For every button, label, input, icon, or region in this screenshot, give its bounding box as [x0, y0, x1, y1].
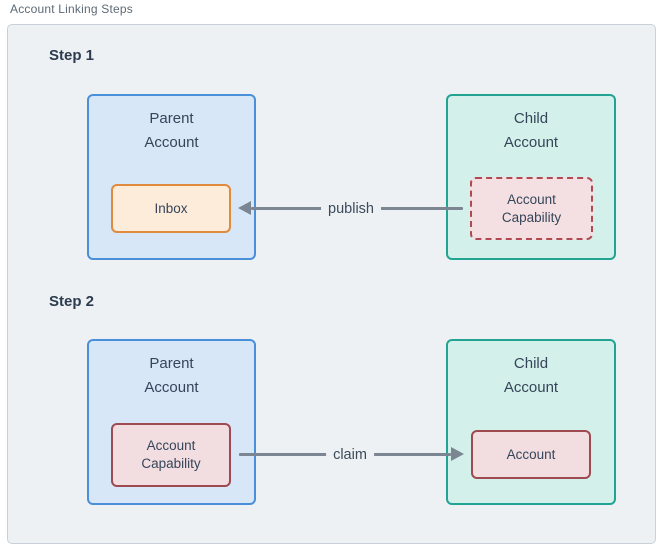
step1-inbox-box: Inbox [111, 184, 231, 233]
step1-account-capability-box: Account Capability [470, 177, 593, 240]
capability-label: Account Capability [501, 191, 562, 225]
title-line: Account [144, 379, 199, 396]
inbox-label: Inbox [154, 200, 188, 216]
capability-label: Account Capability [141, 438, 201, 471]
title-line: Account [144, 134, 199, 151]
step1-parent-account-box: Parent Account Inbox [87, 94, 256, 260]
step2-account-capability-box: Account Capability [111, 423, 231, 487]
step1-parent-account-title: Parent Account [89, 107, 254, 155]
diagram-title: Account Linking Steps [10, 2, 133, 16]
account-label: Account [506, 446, 556, 462]
step2-child-account-title: Child Account [448, 352, 614, 400]
arrowhead-left-icon [238, 201, 251, 215]
title-line: Child [513, 110, 549, 127]
diagram-panel: Step 1 Parent Account Inbox Child Accoun… [7, 24, 656, 544]
title-line: Child [513, 355, 549, 372]
arrowhead-right-icon [451, 447, 464, 461]
step2-child-account-box: Child Account Account [446, 339, 616, 505]
step2-account-box: Account [471, 430, 591, 479]
title-line: Account [503, 379, 559, 396]
step1-child-account-box: Child Account Account Capability [446, 94, 616, 260]
step2-heading: Step 2 [49, 293, 95, 310]
publish-arrow-label: publish [321, 201, 381, 217]
step2-parent-account-title: Parent Account [89, 352, 254, 400]
step1-child-account-title: Child Account [448, 107, 614, 155]
step2-parent-account-box: Parent Account Account Capability [87, 339, 256, 505]
title-line: Parent [149, 355, 194, 372]
title-line: Account [503, 134, 559, 151]
step1-heading: Step 1 [49, 47, 95, 64]
claim-arrow-label: claim [326, 447, 374, 463]
title-line: Parent [149, 110, 194, 127]
